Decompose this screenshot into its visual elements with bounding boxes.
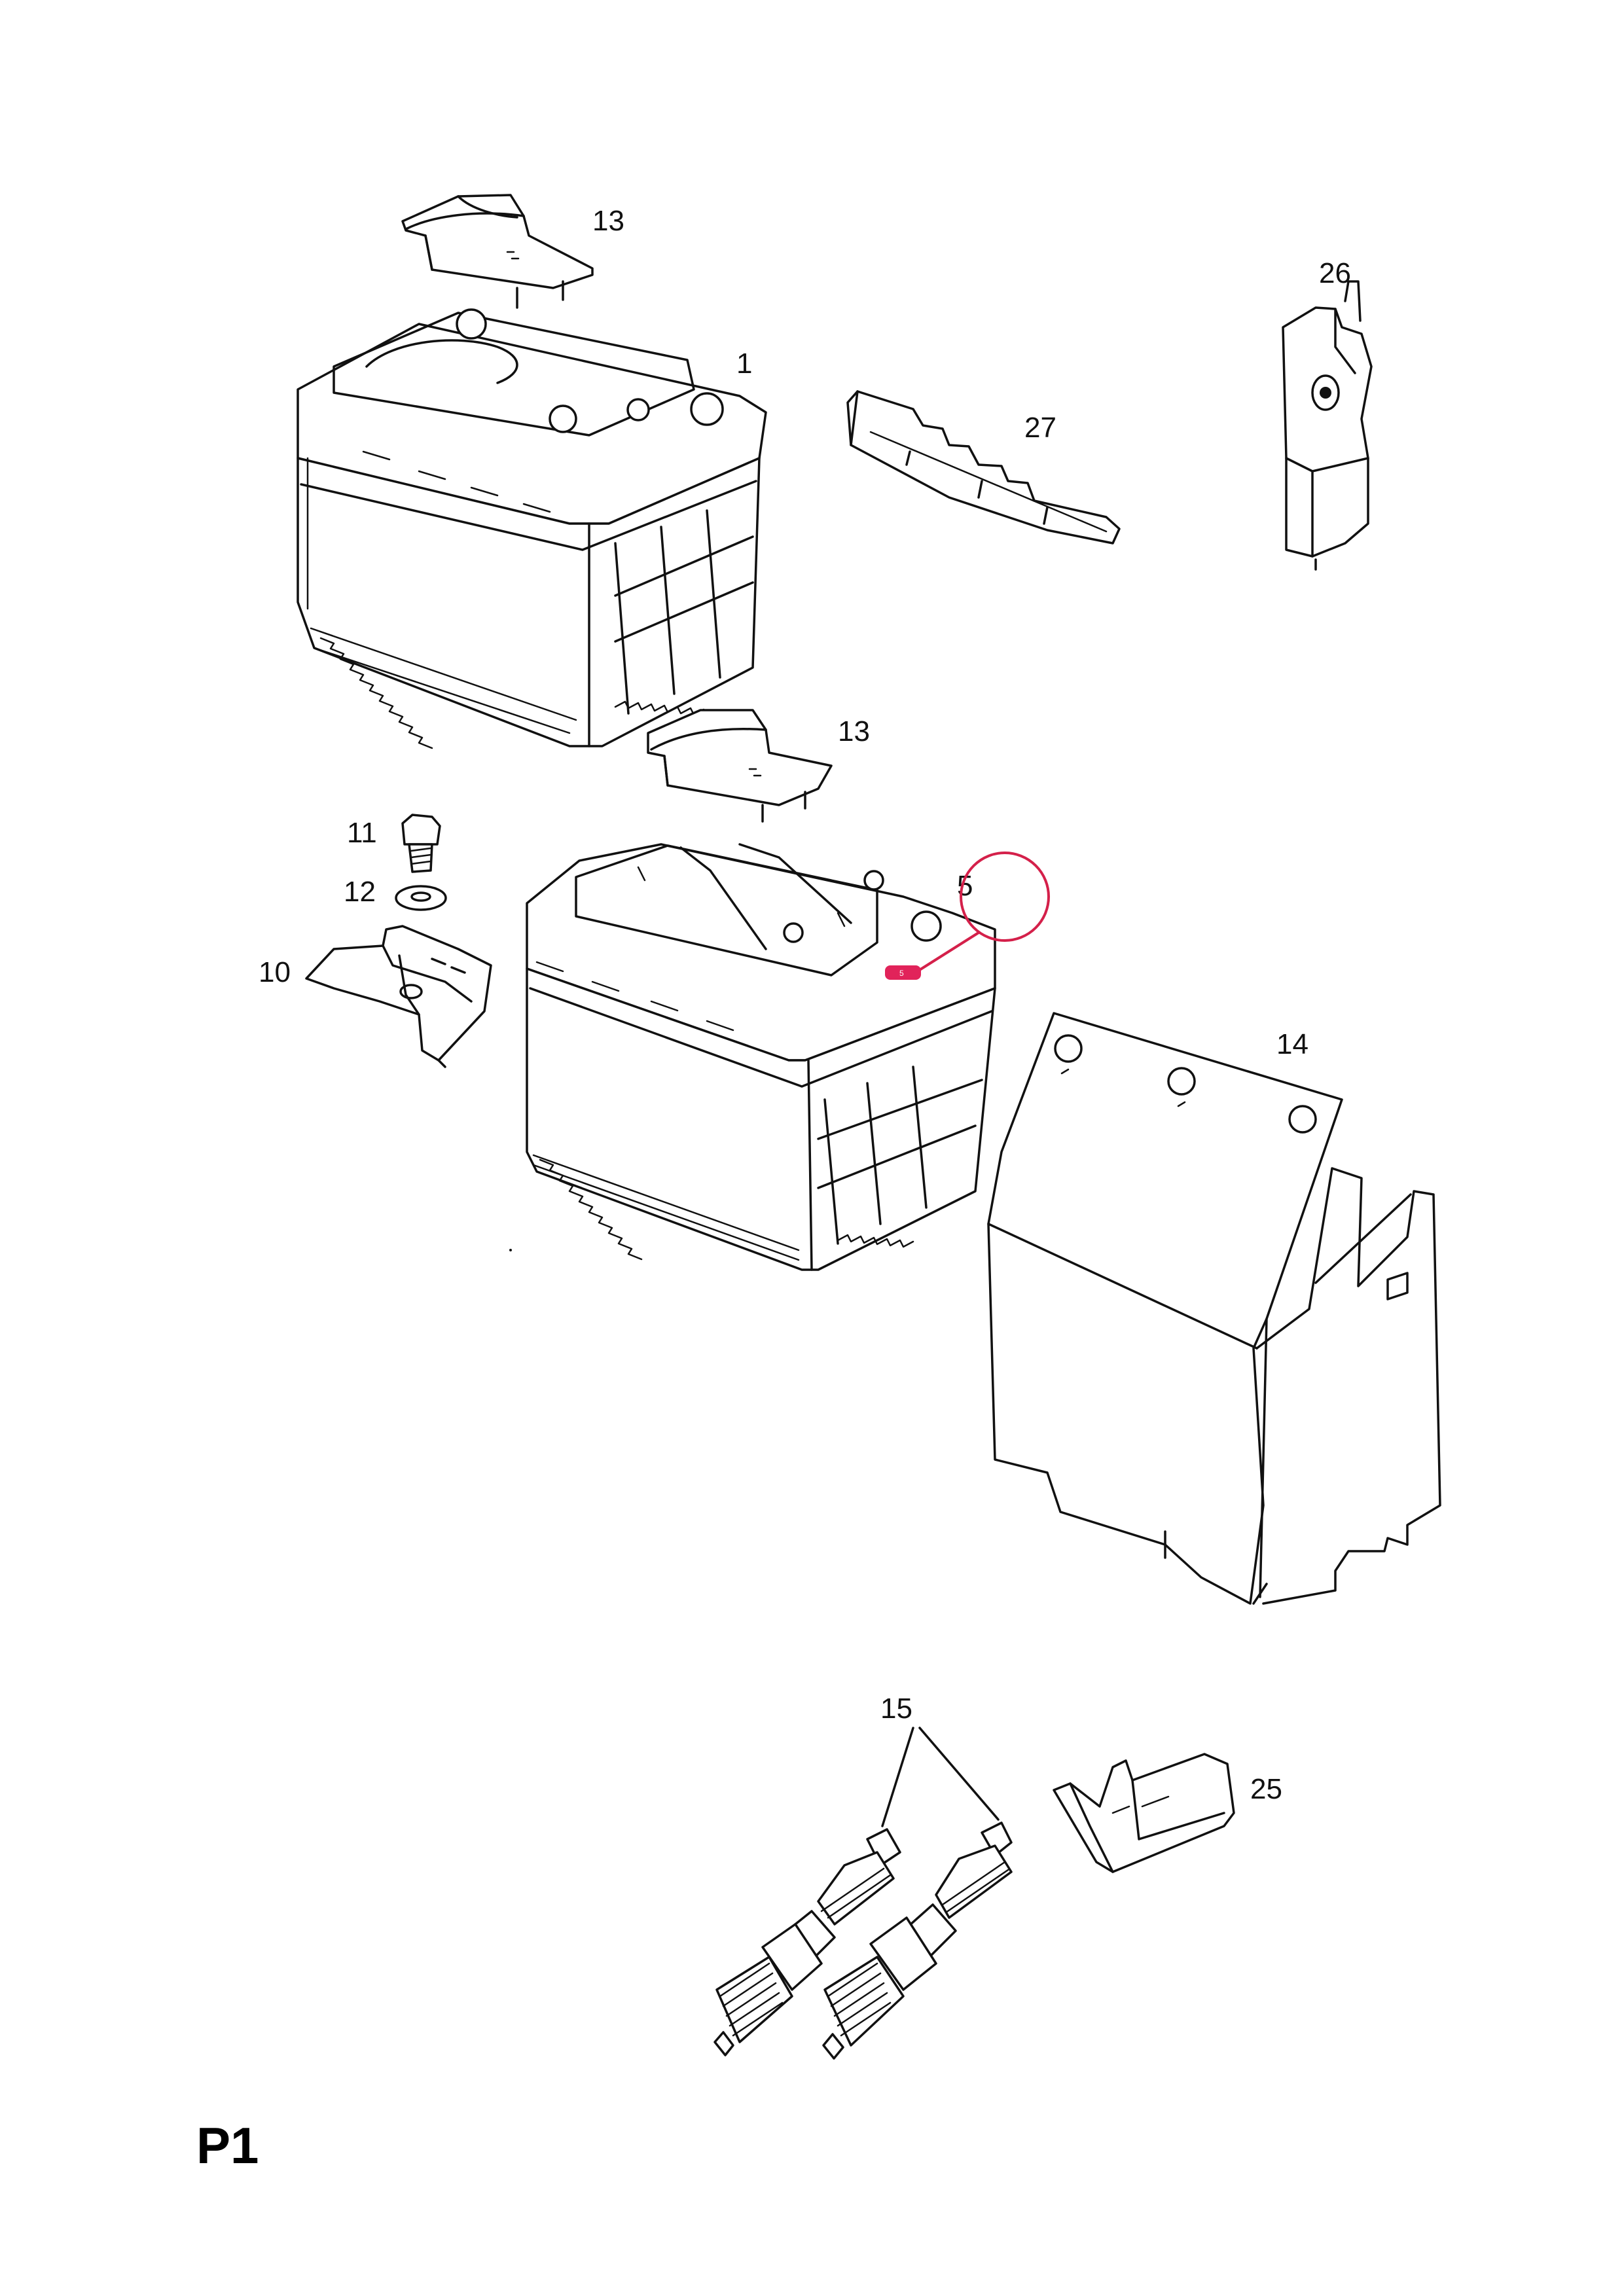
battery-middle[interactable] (526, 843, 996, 1271)
callout-11: 11 (347, 817, 377, 849)
sensor-unit[interactable] (1282, 280, 1373, 571)
callout-14: 14 (1276, 1028, 1308, 1060)
vent-strip[interactable] (846, 390, 1121, 545)
callout-15: 15 (880, 1693, 912, 1725)
callout-5-partial: 5 (957, 870, 973, 902)
highlight-badge (885, 965, 921, 980)
callout-10: 10 (259, 956, 291, 988)
callout-25: 25 (1250, 1773, 1282, 1805)
callout-27: 27 (1024, 412, 1056, 444)
stray-dot (509, 1249, 512, 1251)
callout-1: 1 (736, 348, 752, 380)
battery-tray[interactable] (987, 1012, 1441, 1605)
battery-clamp[interactable] (305, 925, 492, 1068)
terminal-cover-mid[interactable] (647, 709, 833, 823)
clip[interactable] (1053, 1753, 1235, 1873)
terminal-cover-top[interactable] (401, 194, 594, 309)
spark-plug-1[interactable] (713, 1828, 901, 2056)
bolt[interactable] (401, 814, 441, 873)
highlight-badge-text: 5 (899, 969, 904, 978)
callout-13-mid: 13 (838, 715, 870, 747)
callout-26: 26 (1319, 257, 1351, 289)
callout-12: 12 (344, 876, 376, 908)
highlight-circle (960, 852, 1050, 942)
callout-13-top: 13 (592, 205, 624, 237)
spark-plugs[interactable] (713, 1727, 1013, 2060)
washer[interactable] (395, 885, 447, 911)
highlight-marker[interactable]: 5 (885, 852, 1050, 980)
battery-top[interactable] (297, 308, 767, 749)
page-code: P1 (196, 2117, 259, 2174)
spark-plug-2[interactable] (822, 1821, 1013, 2060)
